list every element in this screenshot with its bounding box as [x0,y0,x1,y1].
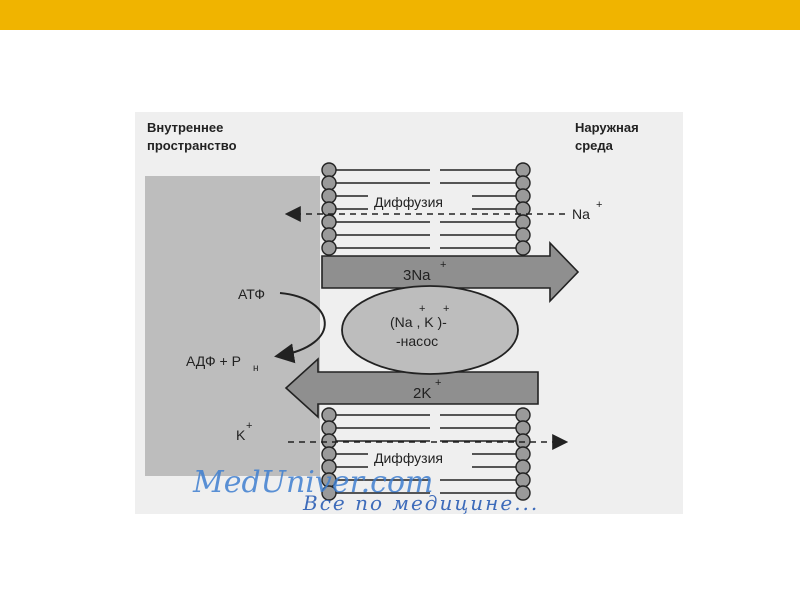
watermark-site: MedUniver.com [192,465,433,500]
cell-interior [145,176,320,476]
pump-sup-b: + [443,303,449,315]
pump-label-1: (Na , K )- [390,314,447,330]
diffusion-top-label-bg [368,192,472,212]
inner-space-label-1: Внутреннее [147,120,223,135]
arrow-3na-sup: + [440,259,446,271]
membrane-bottom-heads [321,407,531,501]
na-outside-sup: + [596,199,602,211]
diffusion-bottom-label: Диффузия [374,450,443,466]
k-pump-arrow [284,357,539,419]
arrow-2k-label: 2K [413,385,431,402]
pump-label-2: -насос [396,333,438,349]
top-bar [0,0,800,30]
k-inside-sup: + [246,420,252,432]
membrane-top-heads [321,162,531,256]
adp-label: АДФ + P [186,353,241,369]
membrane-top [330,169,522,249]
atp-label: АТФ [238,286,265,302]
pump-sup-a: + [419,303,425,315]
outer-env-label-2: среда [575,138,614,153]
k-inside-label: K [236,427,246,443]
pump-ellipse [341,285,519,375]
watermark-slogan: Все по медицине... [302,491,539,515]
diffusion-bottom-label-bg [368,448,472,468]
atp-to-adp-arrow [274,292,326,364]
adp-sub: н [253,363,259,374]
na-pump-arrow [321,241,580,303]
outer-env-label-1: Наружная [575,120,639,135]
arrow-3na-label: 3Na [403,267,431,284]
diffusion-top-label: Диффузия [374,194,443,210]
na-outside-label: Na [572,206,590,222]
inner-space-label-2: пространство [147,138,237,153]
arrow-2k-sup: + [435,377,441,389]
